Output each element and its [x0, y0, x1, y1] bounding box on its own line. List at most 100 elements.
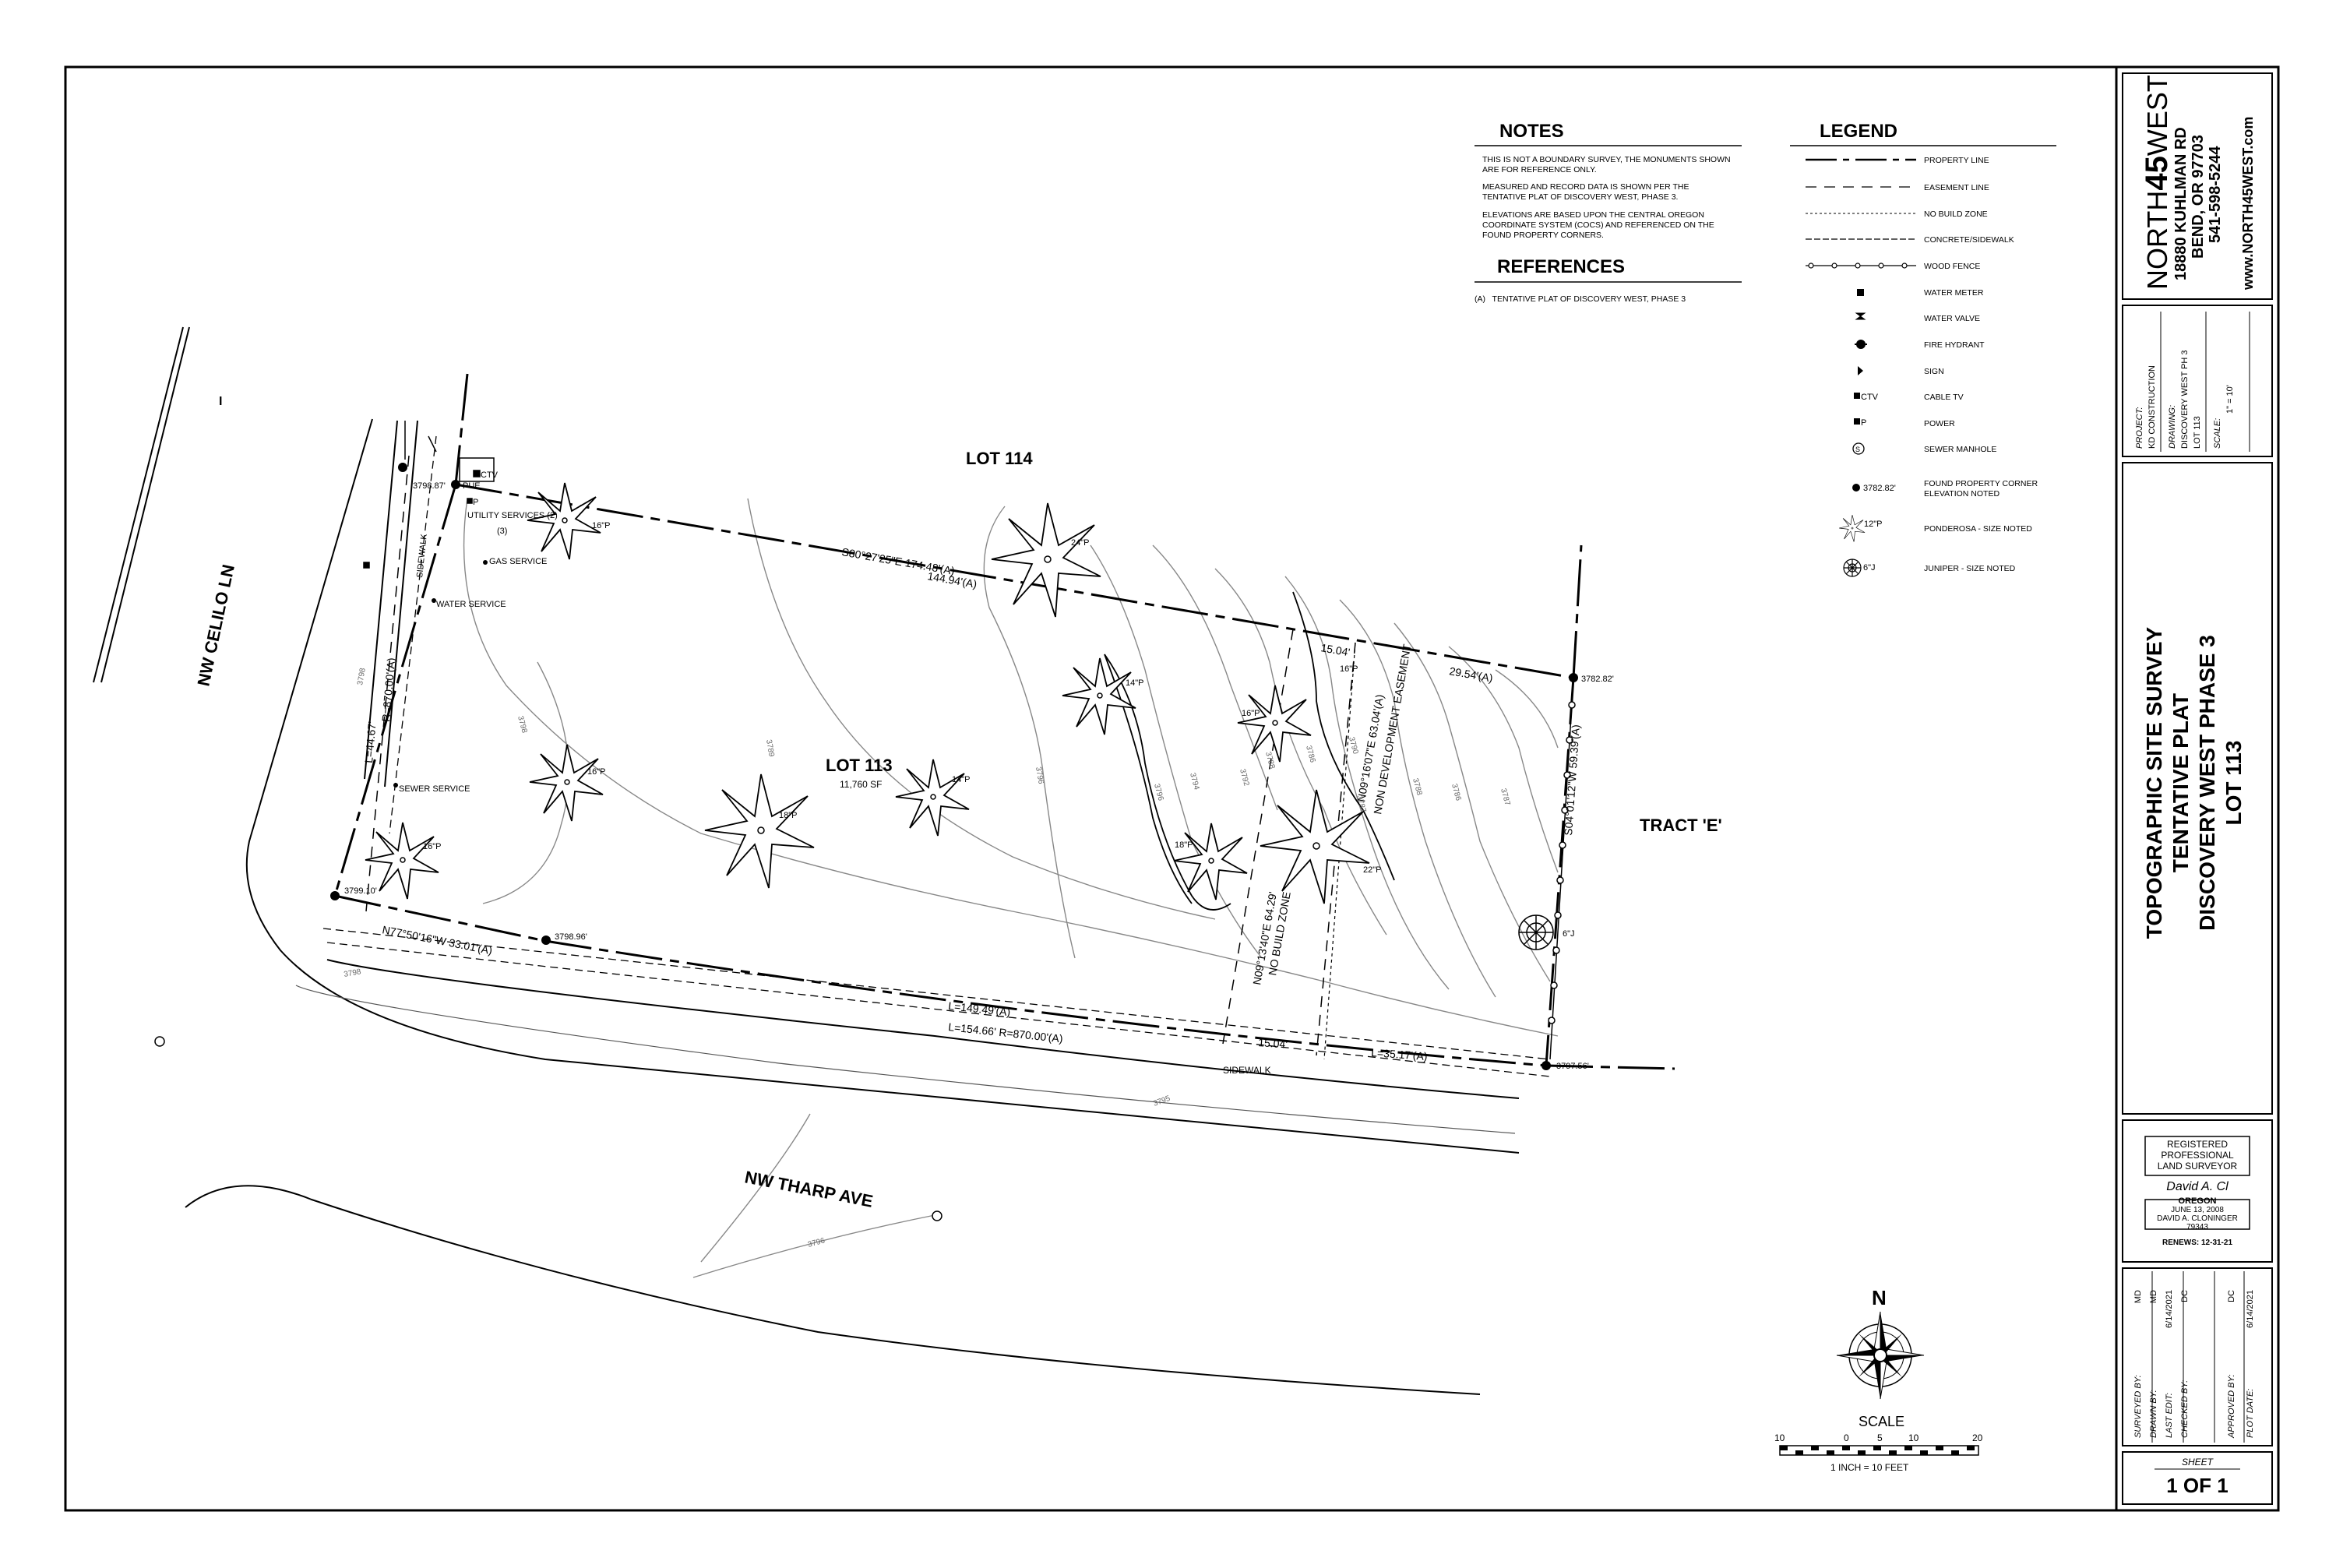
scale-tick: 10	[1774, 1432, 1785, 1443]
company-web: www.NORTH45WEST.com	[2240, 117, 2256, 291]
contour-label: 3798	[344, 967, 362, 979]
contour-label: 3788	[1263, 751, 1276, 770]
legend-item: SEWER MANHOLE	[1924, 445, 1996, 454]
water-valve-icon	[1855, 312, 1866, 320]
contour-label: 3789	[764, 739, 776, 758]
legend-item: ELEVATION NOTED	[1924, 489, 2000, 499]
monument-marker	[398, 463, 407, 472]
east-line-bearing: S04°01'12"W 59.39'(A)	[1562, 724, 1582, 837]
info-label: APPROVED BY:	[2227, 1374, 2236, 1439]
no-build-line	[1323, 642, 1356, 1060]
reference-a: (A) TENTATIVE PLAT OF DISCOVERY WEST, PH…	[1475, 294, 1686, 304]
ponderosa-icon	[1237, 685, 1312, 763]
lot-113-label: LOT 113	[826, 756, 893, 775]
svg-text:S: S	[1855, 446, 1860, 453]
sheet-label: SHEET	[2182, 1457, 2214, 1468]
scale-value: 1" = 10'	[2225, 385, 2235, 414]
contour-label: 3786	[1450, 783, 1462, 802]
legend-block: LEGEND CTV P S 3782.82' 12"P 6"J PROPERT…	[1790, 121, 2056, 577]
contour-lines	[463, 498, 1559, 1278]
jun-sample: 6"J	[1863, 563, 1876, 573]
note-2-b: TENTATIVE PLAT OF DISCOVERY WEST, PHASE …	[1482, 192, 1678, 202]
company-city: BEND, OR 97703	[2190, 135, 2207, 259]
tree-label: 16"P	[1340, 664, 1358, 674]
ponderosa-icon	[991, 502, 1101, 618]
company-address: 18880 KUHLMAN RD	[2172, 127, 2190, 280]
contour-label: 3792	[1238, 768, 1250, 788]
property-corner-ne	[1569, 673, 1578, 682]
elev-sample: 3782.82'	[1863, 484, 1896, 493]
legend-item: FIRE HYDRANT	[1924, 340, 1985, 350]
ponderosa-icon	[1062, 657, 1136, 735]
legend-item: WATER VALVE	[1924, 314, 1980, 323]
ponderosa-icon	[895, 759, 970, 837]
p-sample: P	[1861, 418, 1866, 428]
info-value: MD	[2149, 1290, 2158, 1303]
title-block: NORTH45WEST 18880 KUHLMAN RD BEND, OR 97…	[2115, 67, 2273, 1510]
found-corner-icon	[1852, 484, 1860, 492]
sheet-title-3: DISCOVERY WEST PHASE 3	[2195, 635, 2219, 931]
tree-label: 16"P	[587, 767, 605, 777]
fire-hydrant-icon	[1855, 340, 1867, 349]
tree-label: 14"P	[1126, 678, 1143, 688]
tree-label: 16"P	[1242, 709, 1260, 718]
tree-label: 24"P	[1071, 538, 1089, 548]
north-seg-2: 29.54'(A)	[1448, 664, 1493, 684]
pue-label: PUE	[463, 481, 481, 491]
sewer-service-label: SEWER SERVICE	[399, 784, 470, 794]
stamp-renew: RENEWS: 12-31-21	[2162, 1239, 2232, 1247]
personnel-info: SURVEYED BY: MD DRAWN BY: MD LAST EDIT: …	[2133, 1271, 2255, 1443]
contour-label: 3798	[516, 715, 528, 735]
surveyor-signature: David A. Cl	[2166, 1180, 2229, 1193]
celilo-road-edges	[93, 326, 1520, 1154]
pond-sample: 12"P	[1864, 520, 1882, 529]
south-line-bearing: N77°50'16"W 33.01'(A)	[381, 923, 493, 957]
contour-label: 3794	[1188, 772, 1200, 791]
info-value: DC	[2180, 1290, 2190, 1302]
scale-tick: 20	[1972, 1432, 1983, 1443]
south-curve-2: L=154.66' R=870.00'(A)	[948, 1020, 1064, 1045]
legend-item: POWER	[1924, 419, 1955, 428]
stamp-line-3: LAND SURVEYOR	[2158, 1161, 2238, 1172]
scale-tick: 10	[1908, 1432, 1919, 1443]
company-name: NORTH45WEST	[2140, 75, 2174, 290]
info-value: DC	[2227, 1290, 2236, 1302]
info-value: 6/14/2021	[2246, 1290, 2255, 1328]
sheet-number: 1 OF 1	[2166, 1474, 2228, 1497]
ponderosa-icon	[527, 482, 601, 560]
note-1-b: ARE FOR REFERENCE ONLY.	[1482, 165, 1597, 174]
stamp-line-5: JUNE 13, 2008	[2171, 1206, 2224, 1214]
legend-item: PONDEROSA - SIZE NOTED	[1924, 524, 2032, 534]
sign-icon	[1858, 366, 1863, 375]
ctv-sample: CTV	[1861, 393, 1879, 402]
sheet-title-4: LOT 113	[2221, 741, 2246, 826]
utility-box	[363, 421, 495, 569]
tract-e-label: TRACT 'E'	[1640, 816, 1722, 835]
legend-item: NO BUILD ZONE	[1924, 210, 1988, 219]
elev-ne: 3782.82'	[1581, 675, 1614, 684]
tree-label: 18"P	[1175, 840, 1193, 850]
note-2-a: MEASURED AND RECORD DATA IS SHOWN PER TH…	[1482, 182, 1689, 192]
ponderosa-icon	[704, 773, 815, 889]
contour-label: 3796	[1034, 766, 1045, 785]
scale-note: 1 INCH = 10 FEET	[1830, 1462, 1909, 1473]
legend-item: EASEMENT LINE	[1924, 183, 1989, 192]
company-name-2: WEST	[2141, 75, 2173, 156]
scale-tick: 5	[1877, 1432, 1883, 1443]
stamp-line-1: REGISTERED	[2167, 1139, 2228, 1150]
stamp-line-2: PROFESSIONAL	[2161, 1150, 2234, 1161]
sign-marker: I	[219, 395, 222, 408]
drawing-value-1: DISCOVERY WEST PH 3	[2180, 350, 2190, 449]
tree-label: 14"P	[952, 775, 970, 784]
contour-label: 3798	[356, 667, 368, 685]
sidewalk-lines	[322, 435, 1551, 1077]
project-value: KD CONSTRUCTION	[2147, 365, 2157, 449]
sidewalk-label: SIDEWALK	[1223, 1065, 1271, 1076]
company-name-1: NORTH	[2141, 191, 2173, 290]
legend-item: CONCRETE/SIDEWALK	[1924, 235, 2014, 245]
legend-item: CABLE TV	[1924, 393, 1964, 402]
contour-label: 3790	[1347, 736, 1359, 756]
water-meter-icon	[1857, 289, 1864, 296]
note-1-a: THIS IS NOT A BOUNDARY SURVEY, THE MONUM…	[1482, 155, 1731, 164]
